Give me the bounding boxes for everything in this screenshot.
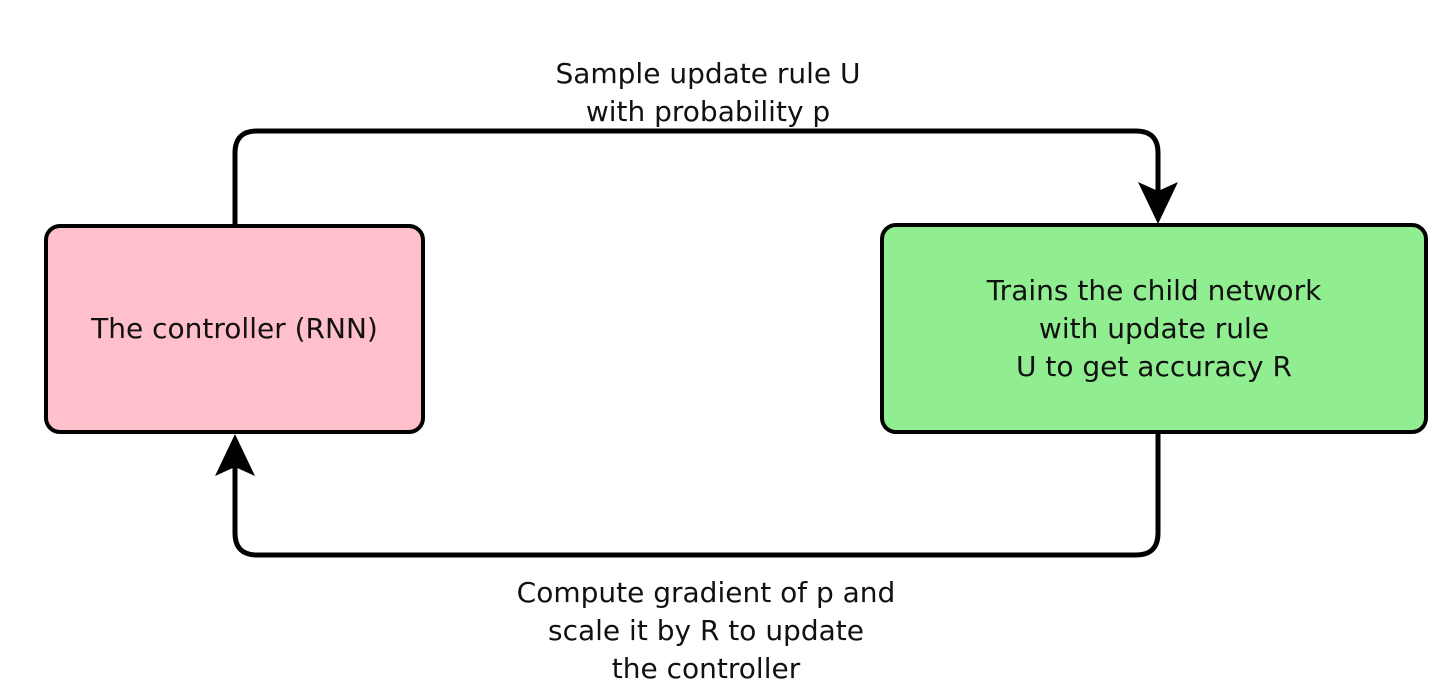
edge-reinforce-arrowhead bbox=[215, 434, 255, 476]
node-child-trainer-label: Trains the child network with update rul… bbox=[986, 273, 1322, 383]
edge-label-reinforce: Compute gradient of p and scale it by R … bbox=[516, 576, 896, 685]
edge-reinforce-path bbox=[232, 434, 1161, 558]
edge-sample-arrowhead bbox=[1138, 182, 1178, 224]
node-child-trainer[interactable]: Trains the child network with update rul… bbox=[880, 223, 1428, 434]
edge-label-sample: Sample update rule U with probability p bbox=[555, 57, 861, 128]
node-controller-label: The controller (RNN) bbox=[91, 312, 378, 345]
node-controller[interactable]: The controller (RNN) bbox=[44, 224, 425, 434]
edge-sample-path bbox=[232, 128, 1161, 224]
